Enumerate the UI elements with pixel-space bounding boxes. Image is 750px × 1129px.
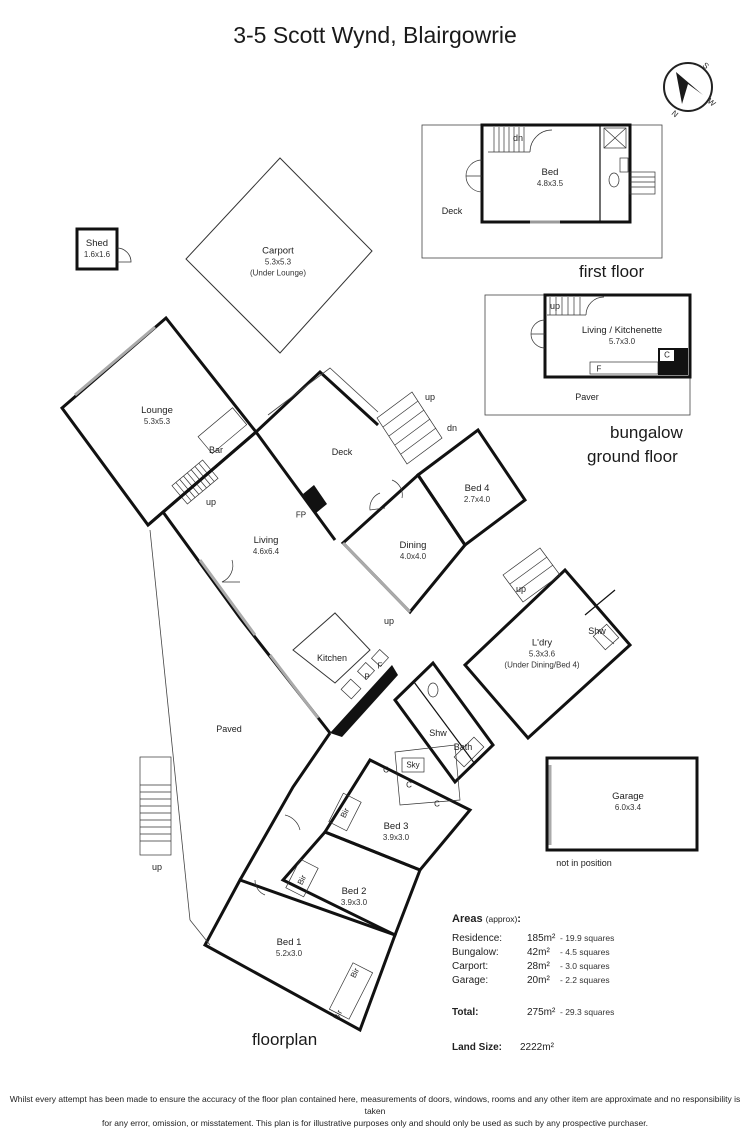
- plan-title: 3-5 Scott Wynd, Blairgowrie: [233, 22, 517, 48]
- bathroom-outline: [393, 660, 495, 785]
- not-in-position-label: not in position: [556, 858, 612, 868]
- svg-text:W: W: [706, 97, 718, 109]
- bar-label: Bar: [208, 445, 224, 455]
- deck-outline: [267, 367, 443, 465]
- up-dining-label: up: [383, 616, 395, 626]
- room-note: (Under Lounge): [249, 268, 307, 278]
- svg-text:S: S: [701, 61, 711, 71]
- room-name: Bed 4: [464, 483, 490, 494]
- pantry-label: P: [364, 672, 370, 682]
- room-name: Bed 2: [341, 886, 367, 897]
- cupboard-label: C: [406, 780, 412, 790]
- room-bed-upper: Bed 4.8x3.5: [537, 167, 563, 189]
- svg-text:N: N: [670, 109, 680, 120]
- room-dims: 1.6x1.6: [83, 250, 111, 259]
- compass-icon: S W N: [663, 61, 718, 120]
- first-floor-label: first floor: [579, 262, 645, 281]
- room-dims: 4.0x4.0: [399, 552, 427, 561]
- shower-laundry-label: Shw: [588, 626, 606, 636]
- paver-label: Paver: [575, 392, 599, 402]
- deck-upper-label: Deck: [441, 206, 463, 216]
- bath-label: Bath: [453, 742, 473, 752]
- room-name: L'dry: [531, 637, 553, 649]
- cupboard-label: C: [664, 350, 670, 360]
- garage-outline: [545, 756, 699, 852]
- fridge-label: F: [596, 364, 602, 374]
- room-dims: 3.9x3.0: [340, 898, 368, 907]
- room-laundry: L'dry 5.3x3.6 (Under Dining/Bed 4): [504, 638, 579, 671]
- room-bed2: Bed 2 3.9x3.0: [341, 886, 367, 908]
- laundry-outline: [462, 547, 633, 741]
- room-dims: 5.2x3.0: [275, 949, 303, 958]
- room-bed1: Bed 1 5.2x3.0: [276, 937, 302, 959]
- room-dims: 3.9x3.0: [382, 833, 410, 842]
- room-name: Garage: [612, 791, 644, 802]
- paved-label: Paved: [216, 724, 242, 734]
- up-bungalow-label: up: [549, 301, 561, 311]
- room-lounge: Lounge 5.3x5.3: [141, 405, 173, 427]
- room-dining: Dining 4.0x4.0: [400, 540, 427, 562]
- room-name: Lounge: [141, 405, 173, 416]
- fridge-kitchen-label: F: [377, 661, 383, 671]
- room-dims: 5.3x3.6: [528, 649, 556, 659]
- areas-heading: Areas (approx):: [452, 913, 521, 925]
- room-bed3: Bed 3 3.9x3.0: [383, 821, 409, 843]
- bungalow-label: bungalow: [610, 423, 683, 442]
- room-name: Living: [253, 535, 279, 546]
- paved-outline: [139, 529, 211, 946]
- room-shed: Shed 1.6x1.6: [84, 238, 110, 260]
- shower-label: Shw: [429, 728, 447, 738]
- room-carport: Carport 5.3x5.3 (Under Lounge): [250, 246, 306, 279]
- living-kitchen-outline: [147, 369, 398, 737]
- disclaimer-line-2: for any error, omission, or misstatement…: [101, 1118, 648, 1128]
- skylight-label: Sky: [406, 760, 420, 770]
- room-dims: 5.3x5.3: [143, 417, 171, 426]
- areas-table: Areas (approx): Residence:185m²- 19.9 sq…: [452, 913, 652, 1053]
- room-name: Bed 3: [383, 821, 409, 832]
- ground-floor-label: ground floor: [587, 447, 678, 466]
- room-name: Bed 1: [276, 937, 302, 948]
- room-dims: 2.7x4.0: [463, 495, 491, 504]
- bedrooms-outline: [202, 732, 473, 1033]
- room-note: (Under Dining/Bed 4): [504, 660, 580, 670]
- room-living: Living 4.6x6.4: [253, 535, 279, 557]
- room-name: Carport: [262, 245, 294, 257]
- up-lounge-label: up: [205, 497, 217, 507]
- up-laundry-label: up: [515, 584, 527, 594]
- shed-outline: [75, 227, 132, 271]
- room-dims: 4.8x3.5: [536, 179, 564, 188]
- room-name: Shed: [85, 238, 109, 249]
- up-paved-label: up: [151, 862, 163, 872]
- up-deck-label: up: [424, 392, 436, 402]
- room-name: Bed: [541, 167, 559, 178]
- disclaimer-line-1: Whilst every attempt has been made to en…: [9, 1094, 741, 1116]
- dining-bed4-outline: [340, 427, 528, 615]
- room-dims: 6.0x3.4: [614, 803, 642, 812]
- room-name: Dining: [399, 540, 427, 551]
- cupboard-label: C: [434, 799, 440, 809]
- kitchen-label: Kitchen: [316, 653, 348, 663]
- floorplan-label: floorplan: [252, 1030, 318, 1049]
- room-name: Living / Kitchenette: [581, 325, 663, 336]
- room-dims: 4.6x6.4: [252, 547, 280, 556]
- room-garage: Garage 6.0x3.4: [612, 791, 644, 813]
- first-floor-outline: [421, 123, 663, 259]
- deck-label: Deck: [331, 447, 353, 457]
- room-dims: 5.3x5.3: [264, 257, 292, 267]
- cupboard-label: C: [383, 765, 389, 775]
- room-dims: 5.7x3.0: [608, 337, 636, 346]
- room-bed4: Bed 4 2.7x4.0: [464, 483, 490, 505]
- fireplace-label: FP: [295, 510, 307, 520]
- carport-outline: [185, 157, 373, 354]
- room-living-kitchenette: Living / Kitchenette 5.7x3.0: [582, 325, 662, 347]
- dn-deck-label: dn: [446, 423, 458, 433]
- disclaimer: Whilst every attempt has been made to en…: [0, 1093, 750, 1129]
- bungalow-outline: [484, 293, 692, 416]
- dn-upper-label: dn: [512, 133, 524, 143]
